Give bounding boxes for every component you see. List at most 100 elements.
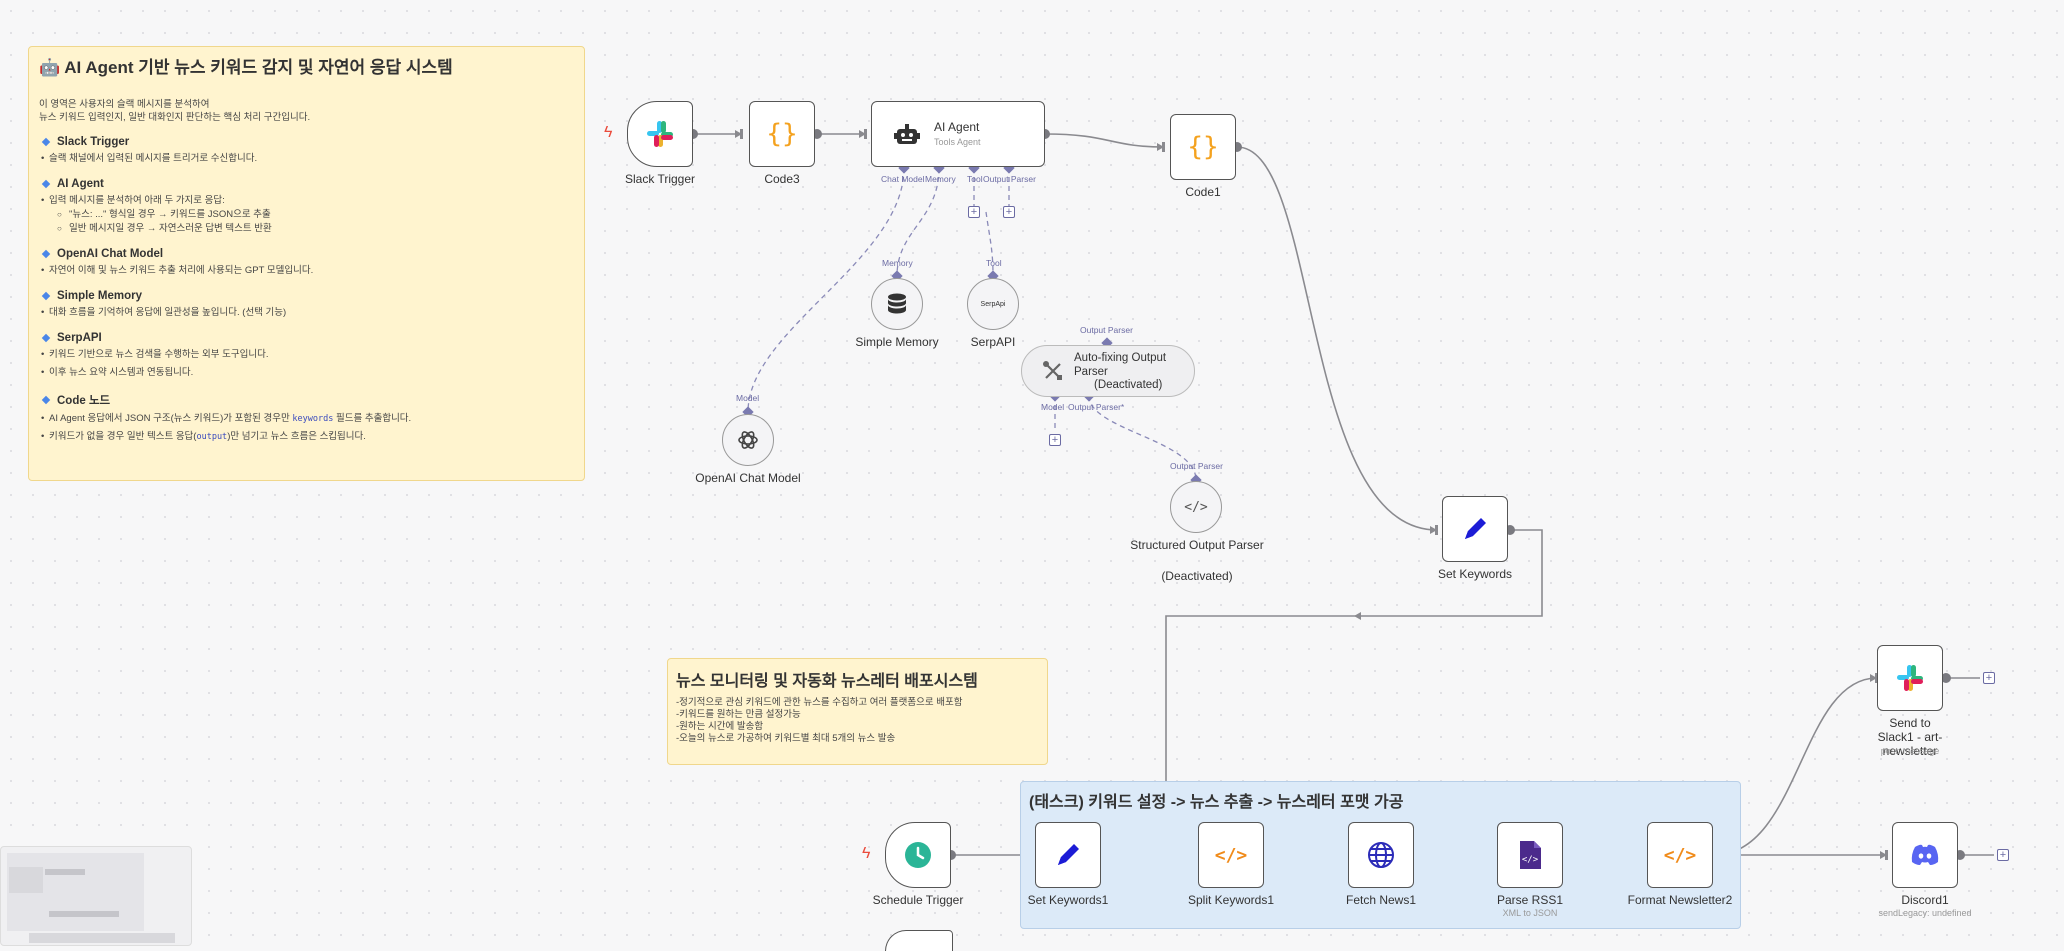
inline-code: output xyxy=(196,432,228,442)
handle-label-tool-top: Tool xyxy=(986,258,1002,268)
bullet-text: 입력 메시지를 분석하여 아래 두 가지로 응답: xyxy=(39,194,574,208)
code-tag-icon: </> xyxy=(1184,499,1208,515)
openai-chat-model-node[interactable] xyxy=(722,414,774,466)
format-newsletter2-node[interactable]: </> xyxy=(1647,822,1713,888)
slack-trigger-node[interactable] xyxy=(627,101,693,167)
handle-label-op-top2: Output Parser xyxy=(1170,461,1223,471)
note-line: -오늘의 뉴스로 가공하여 키워드별 최대 5개의 뉴스 발송 xyxy=(676,733,896,744)
section-simple-memory: Simple Memory 대화 흐름을 기억하여 응답에 일관성을 높입니다.… xyxy=(39,290,574,320)
node-label: Set Keywords1 xyxy=(1027,893,1109,907)
minimap-group xyxy=(29,933,175,943)
section-title: Slack Trigger xyxy=(57,136,130,148)
edge-agent-code1 xyxy=(1044,133,1165,148)
node-sublabel: post: message xyxy=(1880,746,1940,756)
intro-line: 이 영역은 사용자의 슬랙 메시지를 분석하여 xyxy=(39,99,210,110)
set-keywords-node[interactable] xyxy=(1442,496,1508,562)
note-line: -키워드를 원하는 만큼 설정가능 xyxy=(676,709,801,720)
edge-autofix-structured xyxy=(1088,395,1197,481)
serpapi-node[interactable]: SerpApi xyxy=(967,278,1019,330)
note-line: -정기적으로 관심 키워드에 관한 뉴스를 수집하고 여러 플랫폼으로 배포함 xyxy=(676,697,963,708)
node-label: Structured Output Parser xyxy=(1130,538,1264,552)
database-icon xyxy=(888,293,906,314)
diamond-bullet-icon xyxy=(41,291,51,301)
node-label: Fetch News1 xyxy=(1345,893,1417,907)
sticky-note-ai-agent[interactable]: 🤖 AI Agent 기반 뉴스 키워드 감지 및 자연어 응답 시스템 이 영… xyxy=(28,46,585,481)
fetch-news1-node[interactable] xyxy=(1348,822,1414,888)
ai-agent-node[interactable]: AI Agent Tools Agent xyxy=(871,101,1045,167)
handle-label-tool: Tool xyxy=(967,174,983,184)
node-subtitle: Tools Agent xyxy=(934,137,981,147)
handle-label-model-top: Model xyxy=(736,393,760,403)
node-label: Send to Slack1 - art-newsletter xyxy=(1877,716,1943,758)
handle-label-output-parser: Output Parser xyxy=(983,174,1036,184)
sticky-note-newsletter[interactable]: 뉴스 모니터링 및 자동화 뉴스레터 배포시스템 -정기적으로 관심 키워드에 … xyxy=(667,658,1048,765)
autofix-parser-node[interactable]: Auto-fixing Output Parser (Deactivated) xyxy=(1021,345,1195,397)
minimap-nodes xyxy=(49,911,119,917)
bullet-text: 대화 흐름을 기억하여 응답에 일관성을 높입니다. (선택 기능) xyxy=(39,306,574,320)
structured-parser-node[interactable]: </> xyxy=(1170,481,1222,533)
node-label: Schedule Trigger xyxy=(872,893,964,907)
trigger-bolt-icon: ϟ xyxy=(862,845,871,862)
add-output-parser-button[interactable]: + xyxy=(1003,206,1015,218)
add-node-after-discord-button[interactable]: + xyxy=(1997,849,2009,861)
code1-node[interactable]: {} xyxy=(1170,114,1236,180)
note-title: 뉴스 모니터링 및 자동화 뉴스레터 배포시스템 xyxy=(676,673,978,690)
bullet-text: 자연어 이해 및 뉴스 키워드 추출 처리에 사용되는 GPT 모델입니다. xyxy=(39,264,574,278)
split-keywords1-node[interactable]: </> xyxy=(1198,822,1264,888)
edge-format-slack xyxy=(1713,677,1878,856)
section-title: OpenAI Chat Model xyxy=(57,248,164,260)
parse-rss1-node[interactable]: </> xyxy=(1497,822,1563,888)
node-label: Slack Trigger xyxy=(624,172,696,186)
intro-line: 뉴스 키워드 입력인지, 일반 대화인지 판단하는 핵심 처리 구간입니다. xyxy=(39,112,311,123)
node-label: SerpAPI xyxy=(970,335,1016,349)
schedule-trigger-node[interactable] xyxy=(885,822,951,888)
note-intro: 이 영역은 사용자의 슬랙 메시지를 분석하여 뉴스 키워드 입력인지, 일반 … xyxy=(39,98,574,124)
edge-code1-setkeywords xyxy=(1236,146,1438,531)
send-to-slack1-node[interactable] xyxy=(1877,645,1943,711)
note-title: 🤖 AI Agent 기반 뉴스 키워드 감지 및 자연어 응답 시스템 xyxy=(39,58,453,77)
trigger-bolt-icon: ϟ xyxy=(604,124,613,141)
section-title: Simple Memory xyxy=(57,290,142,302)
node-label: Simple Memory xyxy=(855,335,939,349)
slack-icon xyxy=(1897,665,1923,691)
diamond-bullet-icon xyxy=(41,179,51,189)
node-sublabel: sendLegacy: undefined xyxy=(1878,908,1972,918)
text-part: 키워드가 없을 경우 일반 텍스트 응답( xyxy=(49,431,197,442)
simple-memory-node[interactable] xyxy=(871,278,923,330)
inline-code: keywords xyxy=(292,414,334,424)
bullet-text: 키워드 기반으로 뉴스 검색을 수행하는 외부 도구입니다. xyxy=(39,348,574,362)
bullet-text: 이후 뉴스 요약 시스템과 연동됩니다. xyxy=(39,366,574,380)
discord-icon xyxy=(1911,844,1939,865)
node-label: Discord1 xyxy=(1901,893,1949,907)
partial-trigger-node[interactable] xyxy=(885,930,953,951)
set-keywords1-node[interactable] xyxy=(1035,822,1101,888)
minimap-nodes xyxy=(45,869,85,875)
node-label: Format Newsletter2 xyxy=(1627,893,1733,907)
section-slack-trigger: Slack Trigger 슬랙 채널에서 입력된 메시지를 트리거로 수신합니… xyxy=(39,136,574,166)
handle-label-model-bottom: Model xyxy=(1041,402,1065,412)
section-serpapi: SerpAPI 키워드 기반으로 뉴스 검색을 수행하는 외부 도구입니다. 이… xyxy=(39,332,574,380)
code-tag-icon: </> xyxy=(1663,844,1697,866)
section-title: Code 노드 xyxy=(57,395,111,407)
code3-node[interactable]: {} xyxy=(749,101,815,167)
handle-label-memory: Memory xyxy=(925,174,956,184)
add-node-after-slack-button[interactable]: + xyxy=(1983,672,1995,684)
add-tool-button[interactable]: + xyxy=(968,206,980,218)
node-state: (Deactivated) xyxy=(1094,379,1163,391)
clock-icon xyxy=(905,842,931,868)
bullet-text: AI Agent 응답에서 JSON 구조(뉴스 키워드)가 포함된 경우만 k… xyxy=(39,412,574,426)
openai-icon xyxy=(738,431,758,449)
add-model-button[interactable]: + xyxy=(1049,434,1061,446)
minimap[interactable] xyxy=(0,846,192,946)
text-part: 필드를 추출합니다. xyxy=(333,413,412,424)
handle-label-chat-model: Chat Model xyxy=(881,174,925,184)
pen-icon xyxy=(1465,518,1486,539)
section-code-node: Code 노드 AI Agent 응답에서 JSON 구조(뉴스 키워드)가 포… xyxy=(39,392,574,444)
serpapi-logo-icon: SerpApi xyxy=(980,300,1006,308)
node-label: Set Keywords xyxy=(1437,567,1513,581)
sub-bullet-text: "뉴스: ..." 형식일 경우 → 키워드를 JSON으로 추출 xyxy=(39,208,574,222)
discord1-node[interactable] xyxy=(1892,822,1958,888)
section-title: AI Agent xyxy=(57,178,104,190)
diamond-bullet-icon xyxy=(41,395,51,405)
text-part: AI Agent 응답에서 JSON 구조(뉴스 키워드)가 포함된 경우만 xyxy=(49,413,293,424)
